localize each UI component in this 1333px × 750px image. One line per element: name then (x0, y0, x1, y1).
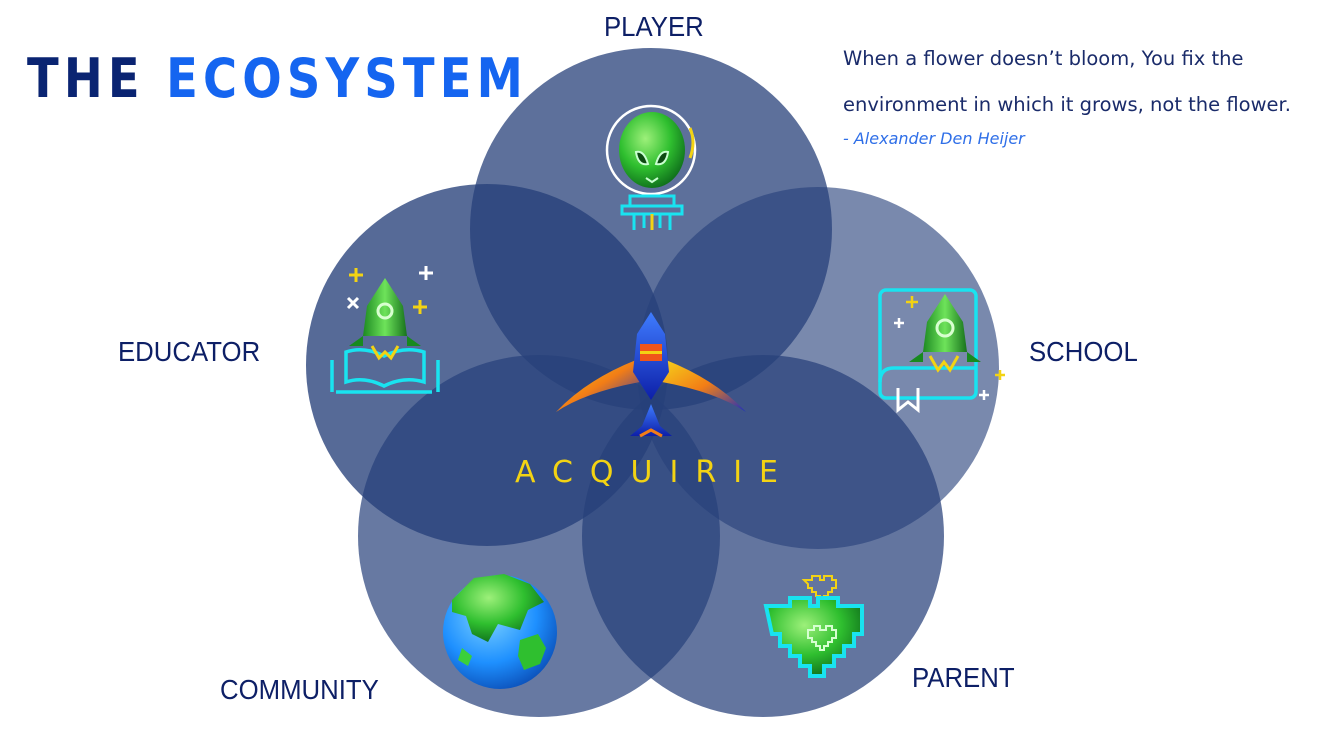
quote-line-1: When a flower doesn’t bloom, You fix the (843, 47, 1244, 70)
book-rocket-icon (878, 288, 1005, 414)
pixel-heart-icon (763, 575, 864, 678)
node-label-parent: PARENT (912, 662, 1015, 693)
acquirie-logo (556, 312, 746, 438)
alien-astronaut-icon (605, 104, 697, 230)
logo-right-wing (662, 360, 746, 412)
circle-educator (306, 184, 668, 546)
node-label-community: COMMUNITY (220, 674, 379, 705)
quote-author: - Alexander Den Heijer (843, 129, 1025, 148)
quote-block: When a flower doesn’t bloom, You fix the… (843, 36, 1323, 128)
logo-tail (630, 404, 672, 436)
quote-line-2: environment in which it grows, not the f… (843, 93, 1291, 116)
title-word-the: THE (27, 47, 145, 110)
node-label-educator: EDUCATOR (118, 336, 261, 367)
node-label-school: SCHOOL (1029, 336, 1138, 367)
center-brand-text: ACQUIRIE (515, 455, 795, 490)
title-word-ecosystem: ECOSYSTEM (166, 47, 528, 110)
page-title: THE ECOSYSTEM (27, 52, 528, 106)
node-label-player: PLAYER (604, 11, 704, 42)
logo-left-wing (556, 360, 640, 412)
open-book-rocket-icon (330, 266, 440, 394)
earth-globe-icon (443, 574, 557, 689)
